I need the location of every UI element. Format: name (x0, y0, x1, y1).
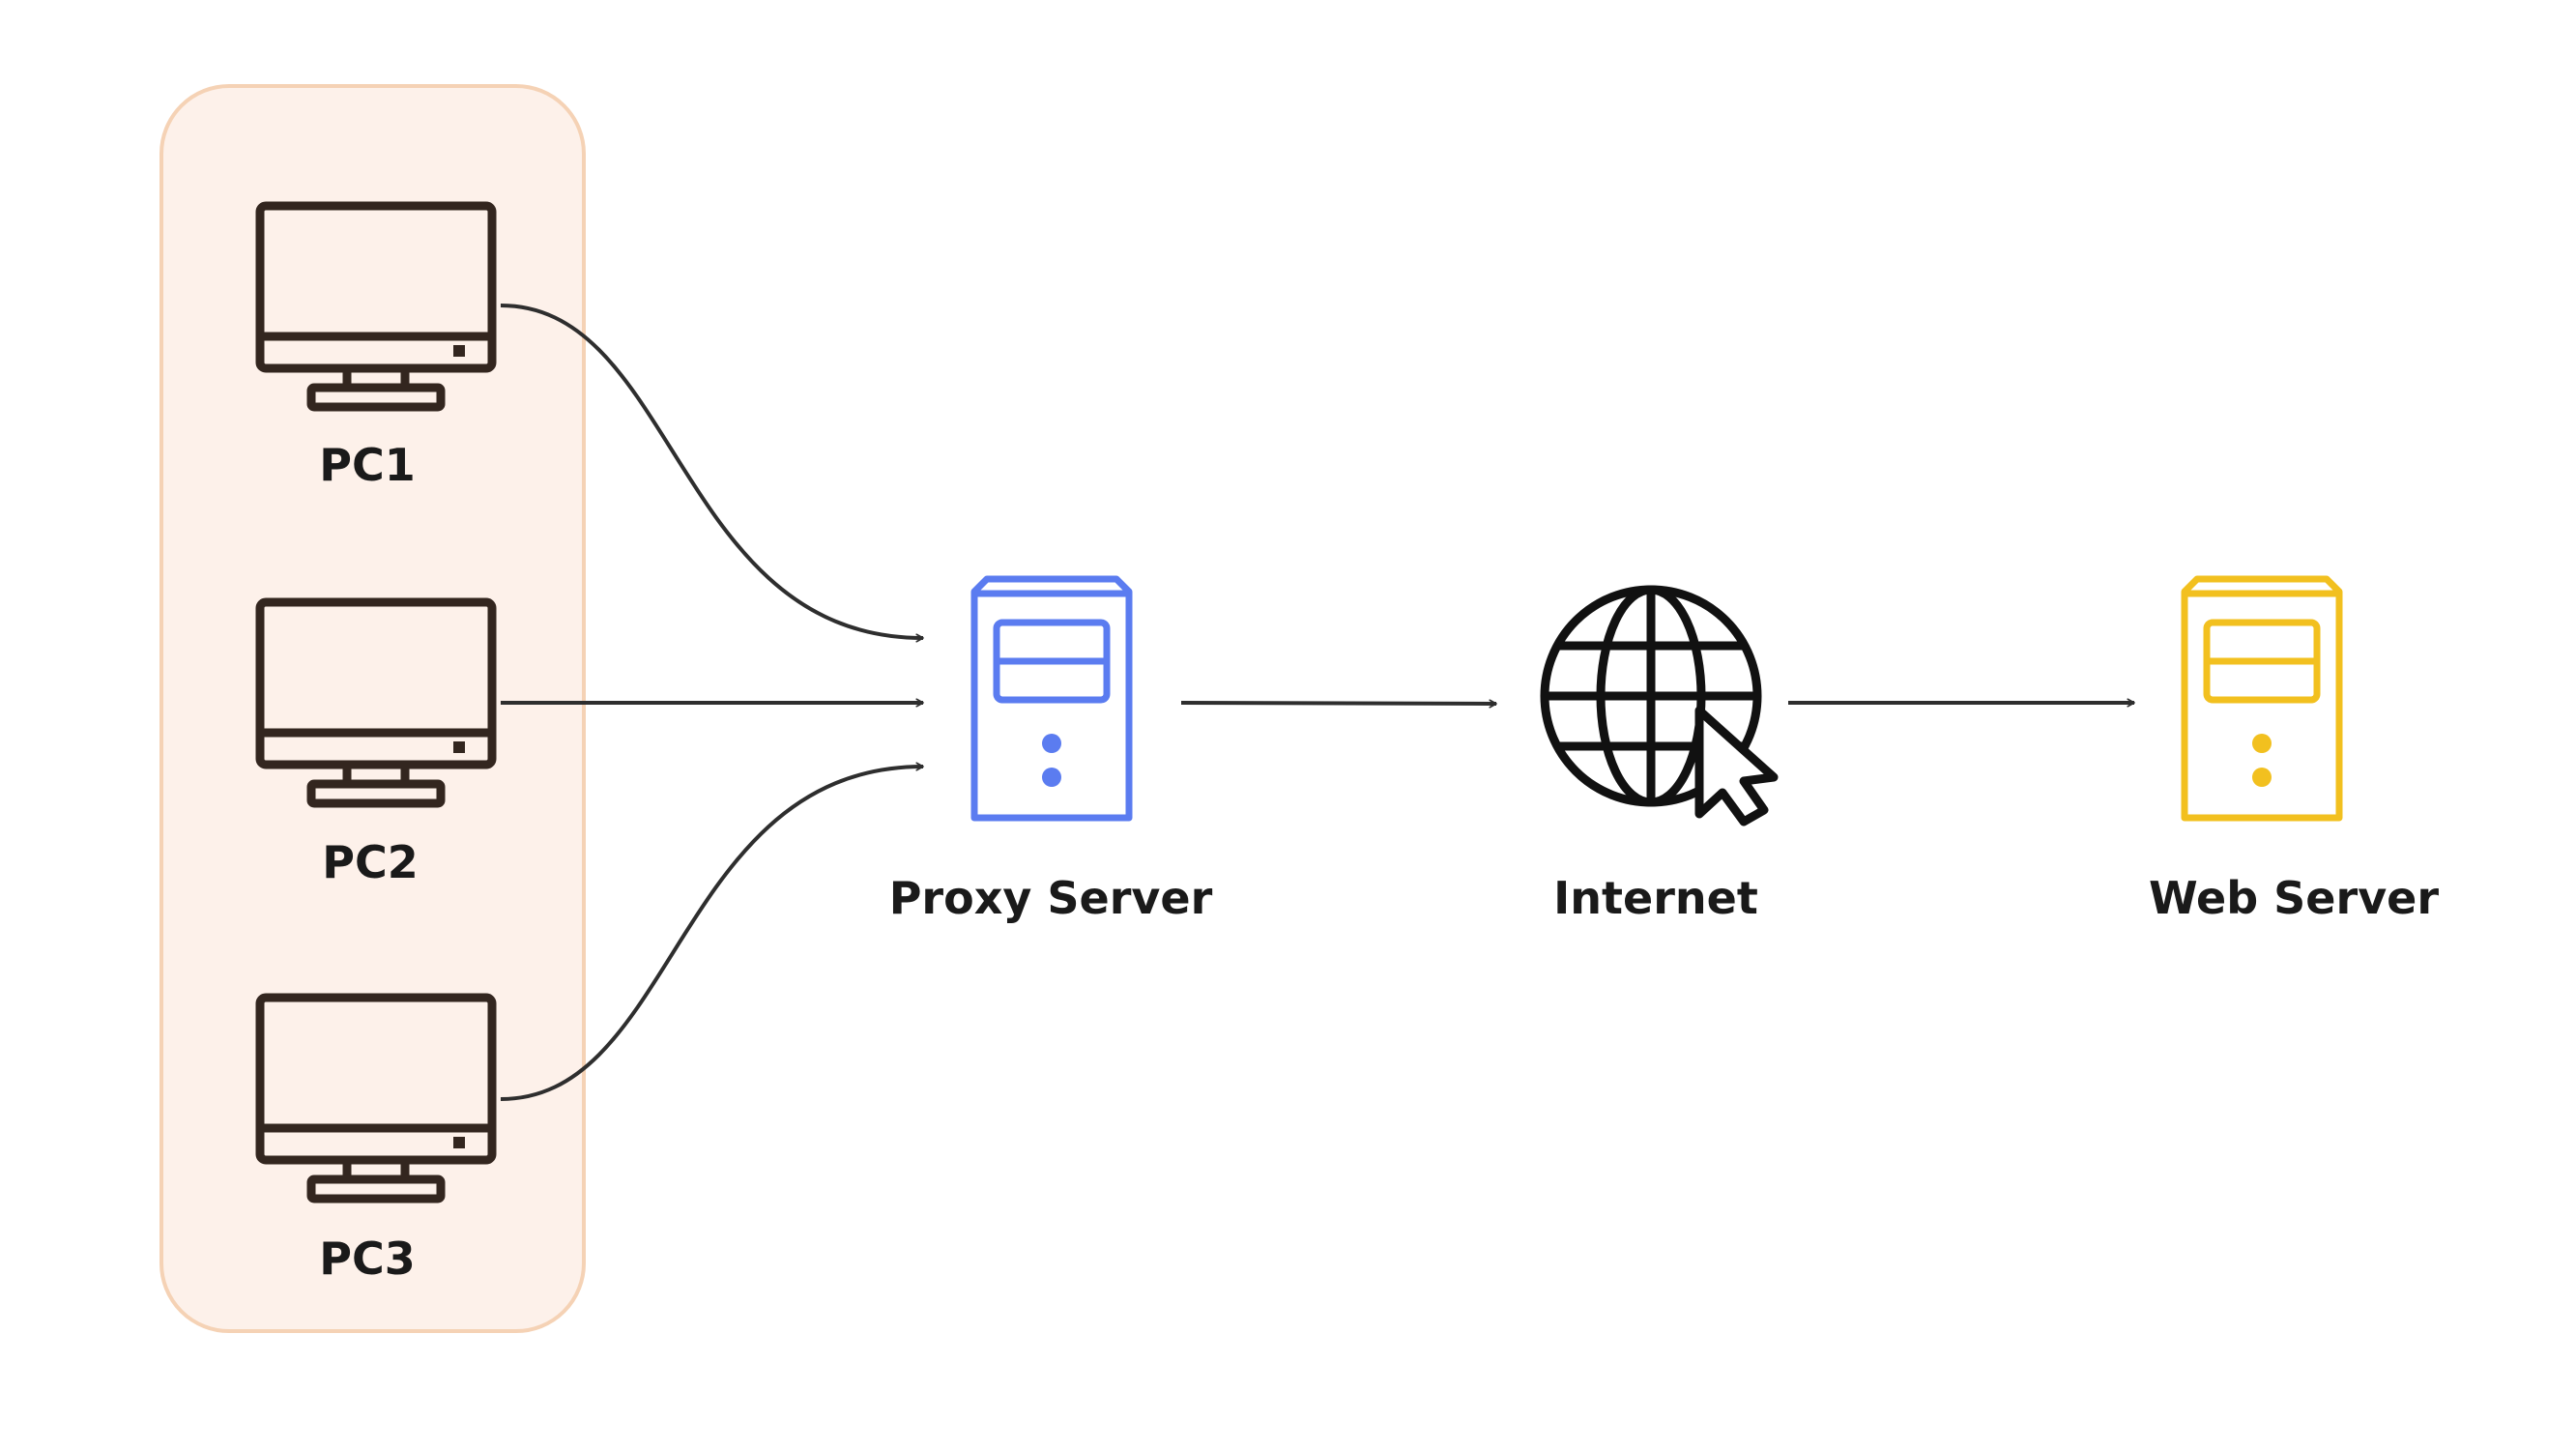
pc3-label: PC3 (319, 1232, 415, 1285)
web-server-label: Web Server (2149, 872, 2439, 924)
node-internet: Internet (1540, 585, 1779, 924)
server-icon (2185, 579, 2339, 818)
edge-proxy-internet (1180, 703, 1496, 704)
node-pc2: PC2 (260, 602, 492, 888)
pc2-label: PC2 (322, 836, 418, 888)
internet-label: Internet (1553, 872, 1758, 924)
pc-group-box (159, 84, 586, 1333)
globe-cursor-icon (1540, 585, 1779, 826)
node-pc3: PC3 (260, 998, 492, 1285)
edge-pc3-proxy (500, 767, 923, 1101)
proxy-server-label: Proxy Server (889, 872, 1213, 924)
node-proxy-server: Proxy Server (889, 579, 1213, 924)
edge-pc1-proxy (500, 304, 923, 638)
server-icon (974, 579, 1129, 818)
node-web-server: Web Server (2149, 579, 2439, 924)
node-pc1: PC1 (260, 206, 492, 491)
pc1-label: PC1 (319, 439, 415, 491)
